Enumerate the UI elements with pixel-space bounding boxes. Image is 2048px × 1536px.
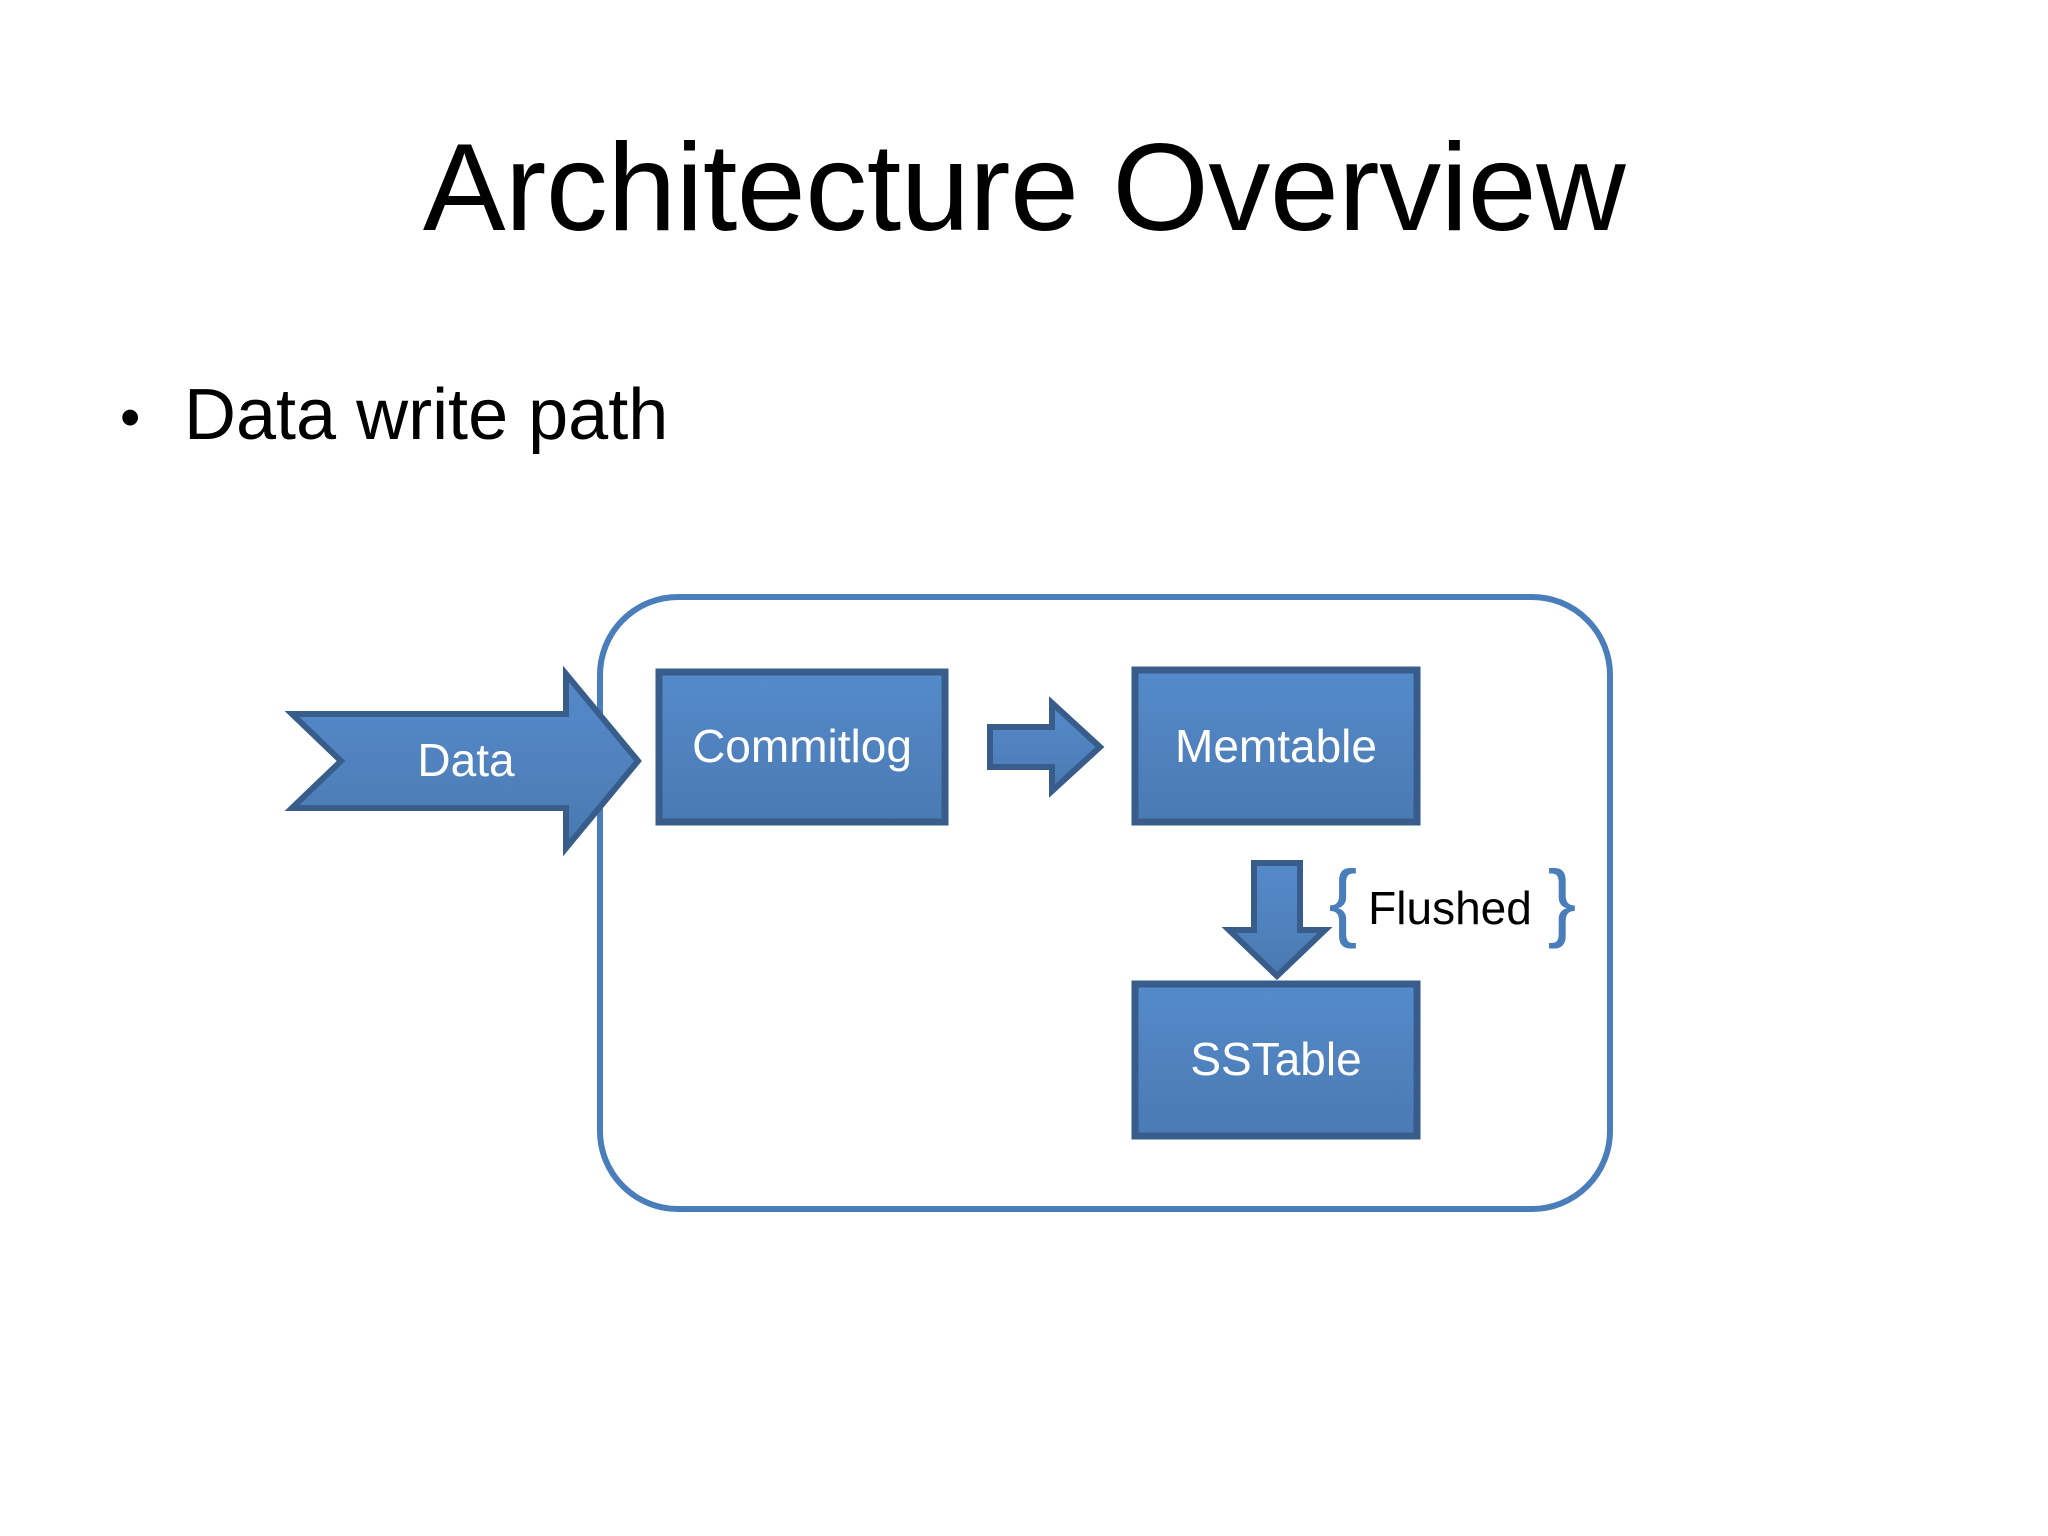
list-item: • Data write path [120,372,1820,463]
commitlog-to-memtable-arrow [987,696,1105,798]
flushed-label: Flushed [1368,882,1532,934]
page-title: Architecture Overview [422,119,1626,257]
node-commitlog: Commitlog [655,668,949,826]
bullet-list: • Data write path [120,372,1820,473]
bullet-text: Data write path [184,375,669,455]
data-arrow-label: Data [417,734,515,786]
flushed-annotation: { Flushed } [1329,854,1577,950]
bullet-marker-icon: • [120,385,141,450]
close-brace-icon: } [1548,854,1577,950]
node-sstable-label: SSTable [1190,1033,1361,1085]
node-memtable-label: Memtable [1175,720,1377,772]
data-input-arrow: Data [284,665,642,857]
node-memtable: Memtable [1131,666,1421,826]
open-brace-icon: { [1329,854,1358,950]
memtable-to-sstable-arrow [1221,860,1333,981]
node-commitlog-label: Commitlog [692,720,912,772]
node-sstable: SSTable [1131,980,1421,1140]
